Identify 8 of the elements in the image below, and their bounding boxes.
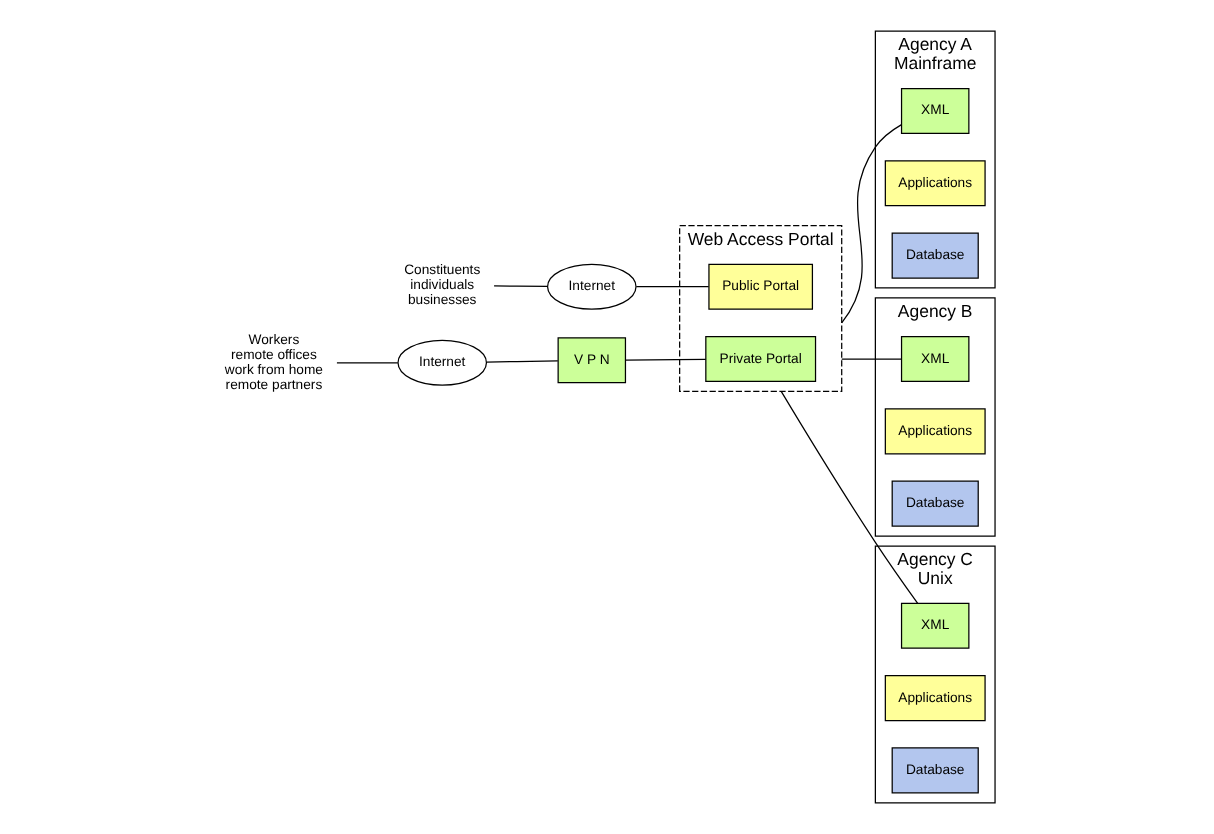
connector bbox=[485, 360, 558, 363]
connector bbox=[840, 358, 901, 360]
connector bbox=[779, 390, 918, 604]
connector bbox=[492, 285, 547, 287]
connector bbox=[623, 358, 706, 361]
connector bbox=[634, 286, 709, 288]
connector bbox=[335, 362, 398, 364]
connector bbox=[840, 123, 902, 324]
